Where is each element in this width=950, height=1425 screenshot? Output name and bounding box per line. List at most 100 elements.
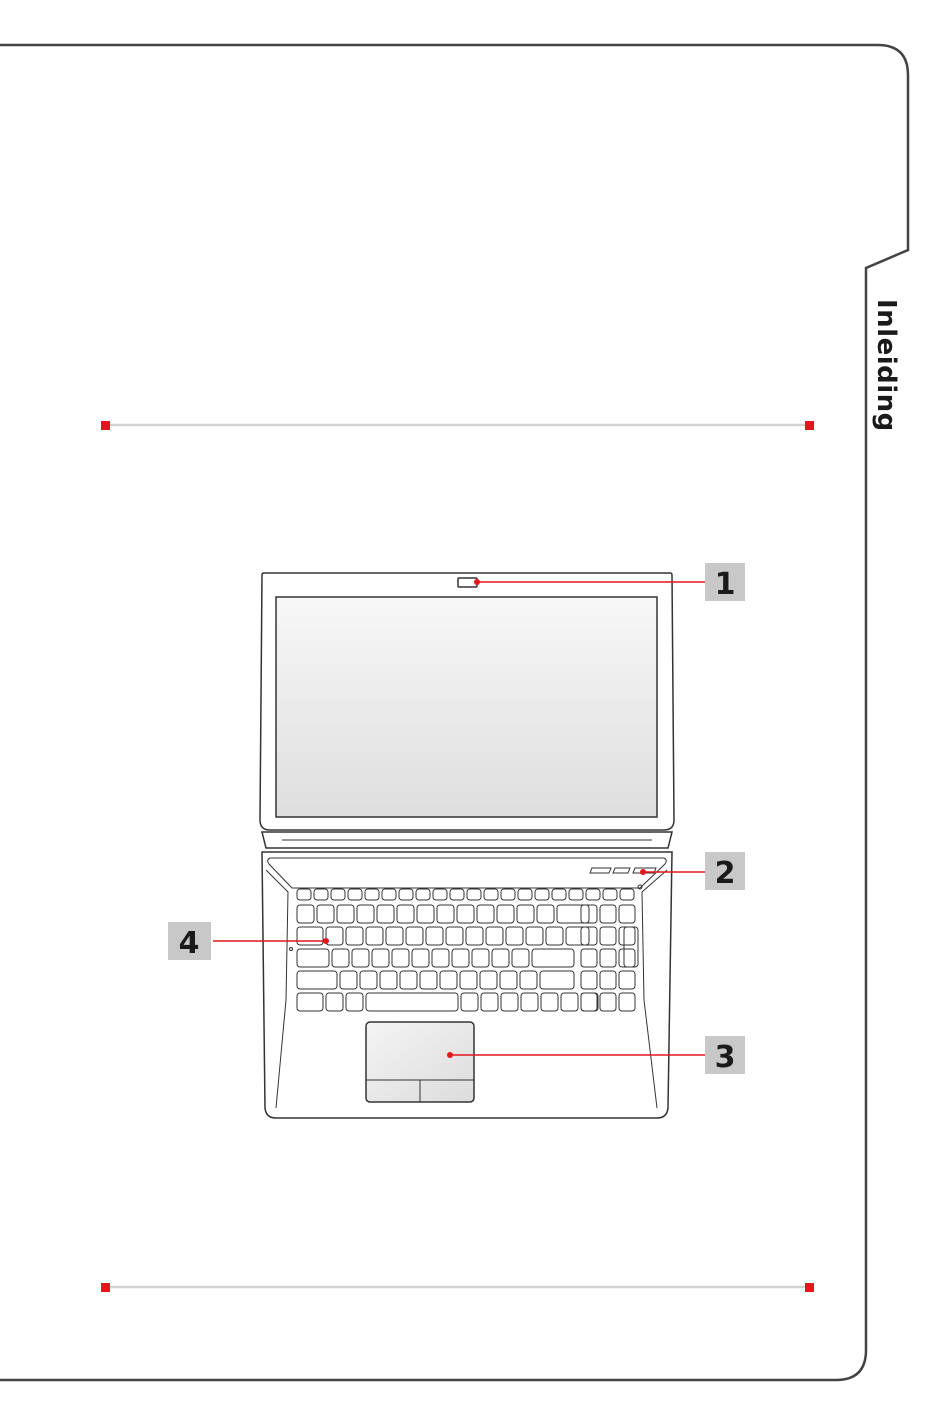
- keyboard: [297, 889, 638, 1011]
- keyboard-key: [537, 905, 554, 923]
- keyboard-key: [512, 949, 529, 967]
- keyboard-key: [481, 993, 498, 1011]
- keyboard-key: [433, 889, 447, 900]
- keyboard-key: [348, 889, 362, 900]
- keyboard-key: [540, 971, 574, 989]
- keyboard-key: [386, 927, 403, 945]
- callout-badge-3: 3: [705, 1036, 745, 1075]
- keyboard-key: [365, 889, 379, 900]
- keyboard-key: [566, 927, 589, 945]
- keyboard-key: [460, 971, 477, 989]
- keyboard-key: [366, 927, 383, 945]
- sidebar-tab[interactable]: Inleiding: [866, 290, 906, 440]
- callout-badge-4: 4: [168, 922, 211, 961]
- svg-text:3: 3: [715, 1040, 736, 1075]
- keyboard-key: [416, 889, 430, 900]
- keyboard-key: [392, 949, 409, 967]
- keyboard-key: [331, 889, 345, 900]
- keyboard-key: [457, 905, 474, 923]
- keyboard-key: [619, 993, 635, 1011]
- laptop-screen: [276, 597, 657, 817]
- keyboard-key: [420, 971, 437, 989]
- svg-text:4: 4: [179, 926, 200, 961]
- keyboard-key: [497, 905, 514, 923]
- keyboard-key: [619, 927, 635, 945]
- keyboard-key: [472, 949, 489, 967]
- keyboard-key: [314, 889, 328, 900]
- keyboard-key: [600, 949, 616, 967]
- keyboard-key: [486, 927, 503, 945]
- keyboard-key: [366, 993, 458, 1011]
- svg-text:1: 1: [715, 567, 736, 602]
- callout-badge-1: 1: [705, 563, 745, 602]
- keyboard-key: [450, 889, 464, 900]
- keyboard-key: [297, 905, 314, 923]
- keyboard-key: [526, 927, 543, 945]
- keyboard-key: [484, 889, 498, 900]
- keyboard-key: [340, 971, 357, 989]
- keyboard-key: [346, 927, 363, 945]
- keyboard-key: [326, 993, 343, 1011]
- callout-badge-2: 2: [705, 852, 745, 891]
- keyboard-key: [520, 971, 537, 989]
- keyboard-key: [620, 889, 634, 900]
- keyboard-key: [501, 889, 515, 900]
- keyboard-key: [380, 971, 397, 989]
- keyboard-key: [492, 949, 509, 967]
- keyboard-key: [552, 889, 566, 900]
- keyboard-key: [297, 889, 311, 900]
- keyboard-key: [466, 927, 483, 945]
- bottom-divider: [101, 1283, 814, 1292]
- keyboard-key: [432, 949, 449, 967]
- keyboard-key: [377, 905, 394, 923]
- keyboard-key: [360, 971, 377, 989]
- keyboard-key: [541, 993, 558, 1011]
- keyboard-key: [452, 949, 469, 967]
- keyboard-key: [467, 889, 481, 900]
- keyboard-key: [600, 971, 616, 989]
- keyboard-key: [532, 949, 574, 967]
- keyboard-key: [440, 971, 457, 989]
- top-divider: [101, 421, 814, 430]
- keyboard-key: [500, 971, 517, 989]
- keyboard-key: [619, 905, 635, 923]
- touchpad: [366, 1022, 474, 1102]
- keyboard-key: [557, 905, 589, 923]
- keyboard-key: [517, 905, 534, 923]
- keyboard-key: [406, 927, 423, 945]
- keyboard-key: [412, 949, 429, 967]
- keyboard-key: [624, 927, 638, 967]
- keyboard-key: [477, 905, 494, 923]
- keyboard-key: [561, 993, 578, 1011]
- keyboard-key: [501, 993, 518, 1011]
- keyboard-key: [600, 905, 616, 923]
- keyboard-key: [297, 927, 323, 945]
- keyboard-key: [603, 889, 617, 900]
- keyboard-key: [619, 949, 635, 967]
- keyboard-key: [506, 927, 523, 945]
- keyboard-key: [417, 905, 434, 923]
- keyboard-key: [480, 971, 497, 989]
- keyboard-key: [619, 971, 635, 989]
- keyboard-key: [521, 993, 538, 1011]
- keyboard-key: [372, 949, 389, 967]
- keyboard-key: [357, 905, 374, 923]
- keyboard-key: [426, 927, 443, 945]
- keyboard-key: [546, 927, 563, 945]
- keyboard-key: [581, 993, 598, 1011]
- keyboard-key: [352, 949, 369, 967]
- keyboard-key: [581, 949, 597, 967]
- keyboard-key: [297, 949, 329, 967]
- keyboard-key: [437, 905, 454, 923]
- keyboard-key: [586, 889, 600, 900]
- keyboard-key: [446, 927, 463, 945]
- keyboard-key: [569, 889, 583, 900]
- keyboard-key: [337, 905, 354, 923]
- keyboard-key: [461, 993, 478, 1011]
- keyboard-key: [535, 889, 549, 900]
- keyboard-key: [600, 993, 616, 1011]
- keyboard-key: [382, 889, 396, 900]
- keyboard-key: [317, 905, 334, 923]
- laptop-illustration: [260, 573, 674, 1118]
- keyboard-key: [581, 971, 597, 989]
